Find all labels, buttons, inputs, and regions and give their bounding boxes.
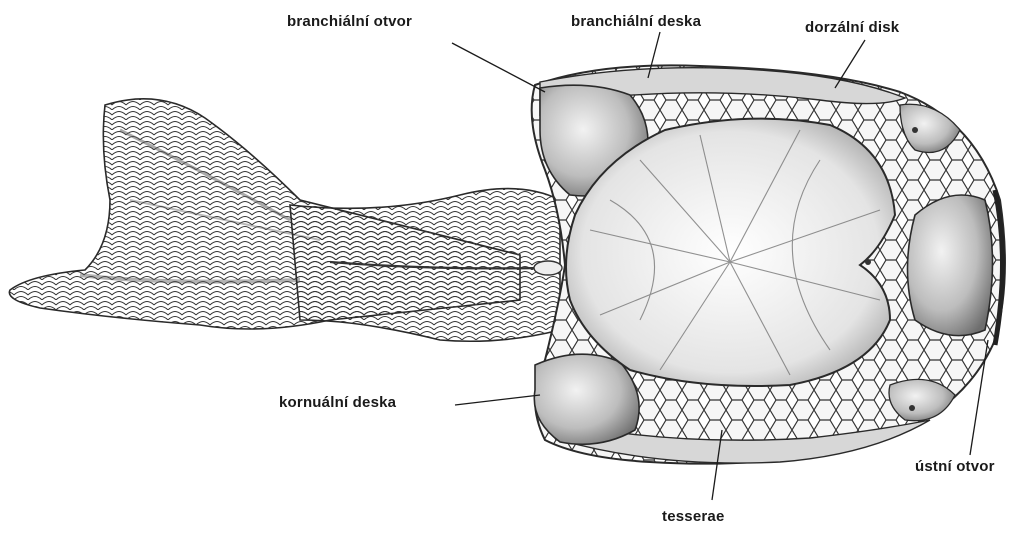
leader-branchial-opening bbox=[452, 43, 545, 92]
label-branchial-plate: branchiální deska bbox=[571, 13, 701, 30]
cornual-plate-bottom bbox=[534, 354, 639, 444]
label-dorsal-disc: dorzální disk bbox=[805, 19, 899, 36]
leader-cornual-plate bbox=[455, 395, 540, 405]
label-cornual-plate: kornuální deska bbox=[279, 394, 396, 411]
label-mouth-opening: ústní otvor bbox=[915, 458, 995, 475]
tail-stalk bbox=[290, 189, 562, 342]
label-branchial-opening: branchiální otvor bbox=[287, 13, 412, 30]
label-tesserae: tesserae bbox=[662, 508, 725, 525]
